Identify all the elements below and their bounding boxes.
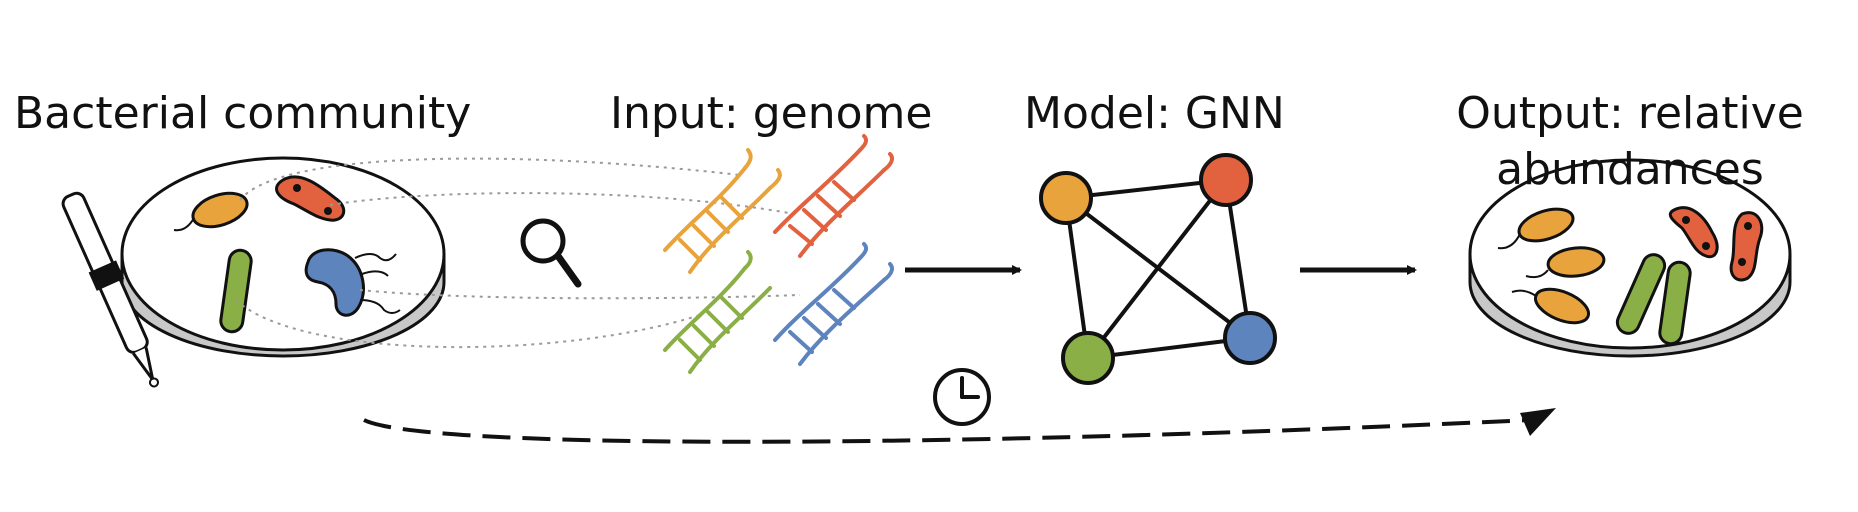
graph-node-green xyxy=(1061,331,1115,385)
label-bacterial-community: Bacterial community xyxy=(14,88,472,139)
graph-node-blue xyxy=(1223,311,1277,365)
magnifier-icon xyxy=(520,218,582,288)
bacterium-blue xyxy=(304,248,401,317)
bacterium-orange xyxy=(173,191,249,232)
bacterium-green xyxy=(219,248,253,334)
graph-node-orange xyxy=(1039,171,1093,225)
dna-icon-orange xyxy=(663,148,782,274)
label-input-genome: Input: genome xyxy=(610,88,933,139)
bacterium-red xyxy=(275,175,346,222)
gnn-graph xyxy=(1039,153,1277,385)
label-output-abundances: Output: relative abundances xyxy=(1456,88,1804,195)
dashed-arrow xyxy=(363,418,1531,444)
dashed-arrow-head xyxy=(1520,408,1556,436)
graph-node-red xyxy=(1199,153,1253,207)
label-model-gnn: Model: GNN xyxy=(1024,88,1285,139)
output-bacteria xyxy=(1497,206,1764,346)
dna-icon-blue xyxy=(773,242,894,366)
clock-icon xyxy=(933,368,991,426)
dna-icon-red xyxy=(773,134,894,258)
pipette-icon xyxy=(61,191,159,388)
dotted-links xyxy=(235,157,801,349)
dna-icon-green xyxy=(663,250,772,374)
